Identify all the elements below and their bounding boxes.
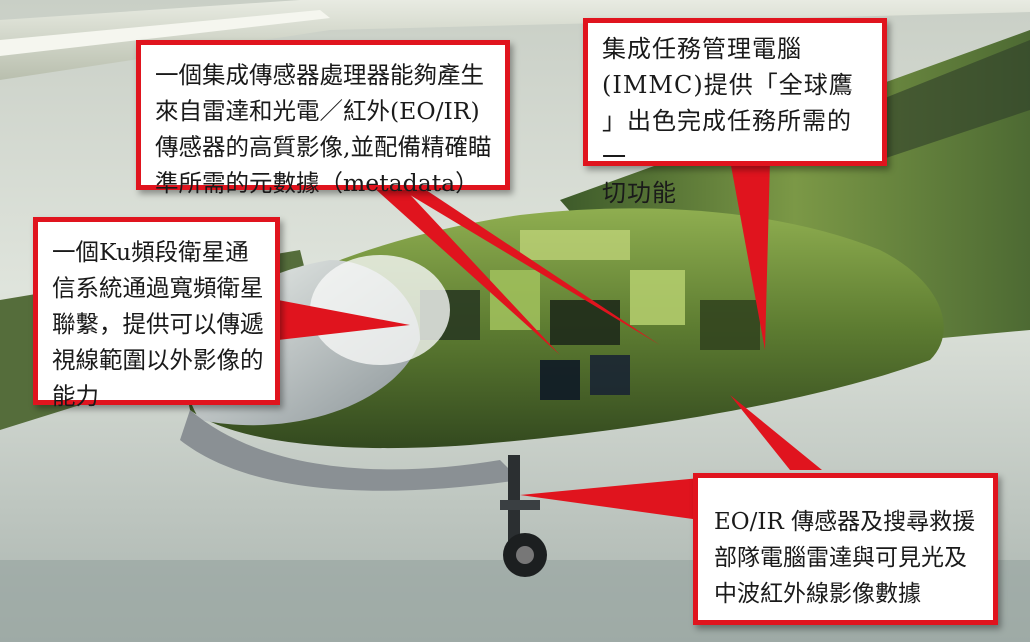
callout-ku-band: 一個Ku頻段衛星通 信系統通過寬頻衛星 聯繫，提供可以傳遞 視線範圍以外影像的 … bbox=[33, 217, 280, 410]
callout-sensor-processor: 一個集成傳感器處理器能夠產生 來自雷達和光電／紅外(EO/IR) 傳感器的高質影… bbox=[136, 40, 510, 197]
landing-gear bbox=[500, 455, 547, 577]
callout-immc: 集成任務管理電腦 (IMMC)提供「全球鷹 」出色完成任務所需的一 切功能 bbox=[583, 18, 887, 207]
callout-eo-ir-sensor: EO/IR 傳感器及搜尋救援 部隊電腦雷達與可見光及 中波紅外線影像數據 bbox=[693, 473, 998, 625]
callout-pointers bbox=[278, 160, 822, 520]
